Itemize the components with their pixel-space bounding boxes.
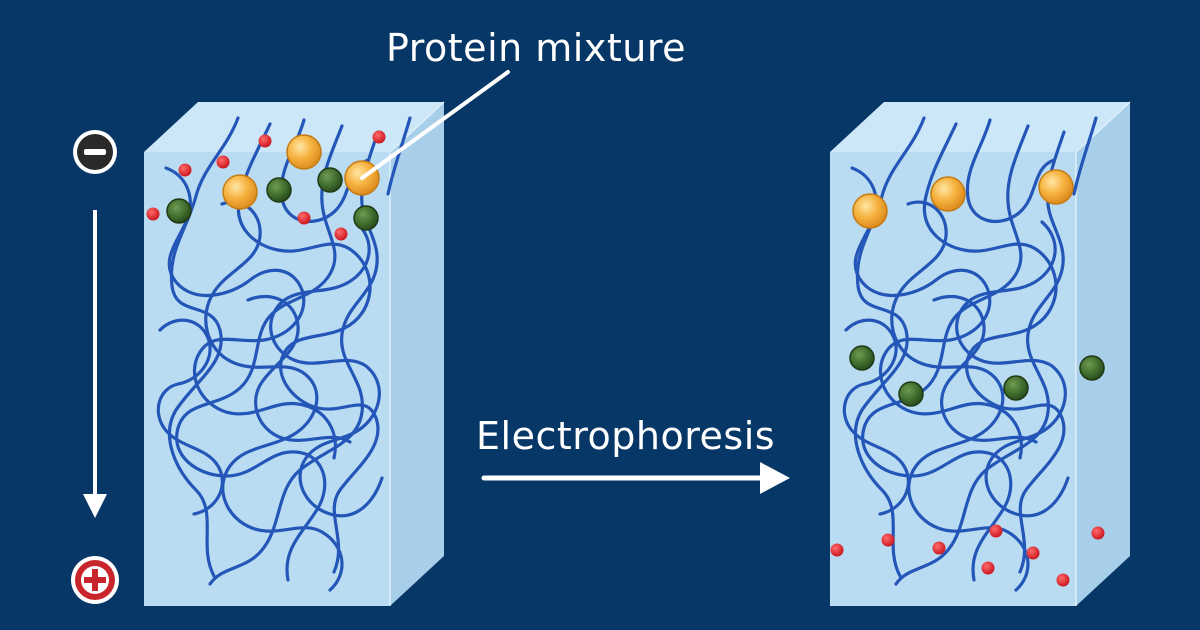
protein-mixture-label: Protein mixture: [386, 26, 686, 70]
anode-plus-icon: [71, 556, 119, 604]
gel-side-face: [390, 102, 444, 606]
electrophoresis-label: Electrophoresis: [476, 414, 776, 458]
small-proteins: [146, 130, 386, 241]
gel-block-after: [830, 101, 1131, 606]
small-proteins: [830, 524, 1105, 587]
polymer-mesh: [156, 116, 412, 592]
mixture-pointer-line: [360, 70, 510, 180]
cathode-minus-icon: [73, 130, 117, 174]
medium-proteins: [166, 167, 379, 231]
process-arrow-head: [760, 462, 790, 494]
field-arrow-head: [83, 494, 107, 518]
gel-side-face: [1076, 102, 1130, 606]
large-proteins: [852, 169, 1074, 229]
gel-top-face: [830, 102, 1130, 152]
gel-block-before: [144, 101, 445, 606]
polymer-mesh: [842, 116, 1098, 592]
medium-proteins: [849, 345, 1105, 407]
gel-top-face: [144, 102, 444, 152]
